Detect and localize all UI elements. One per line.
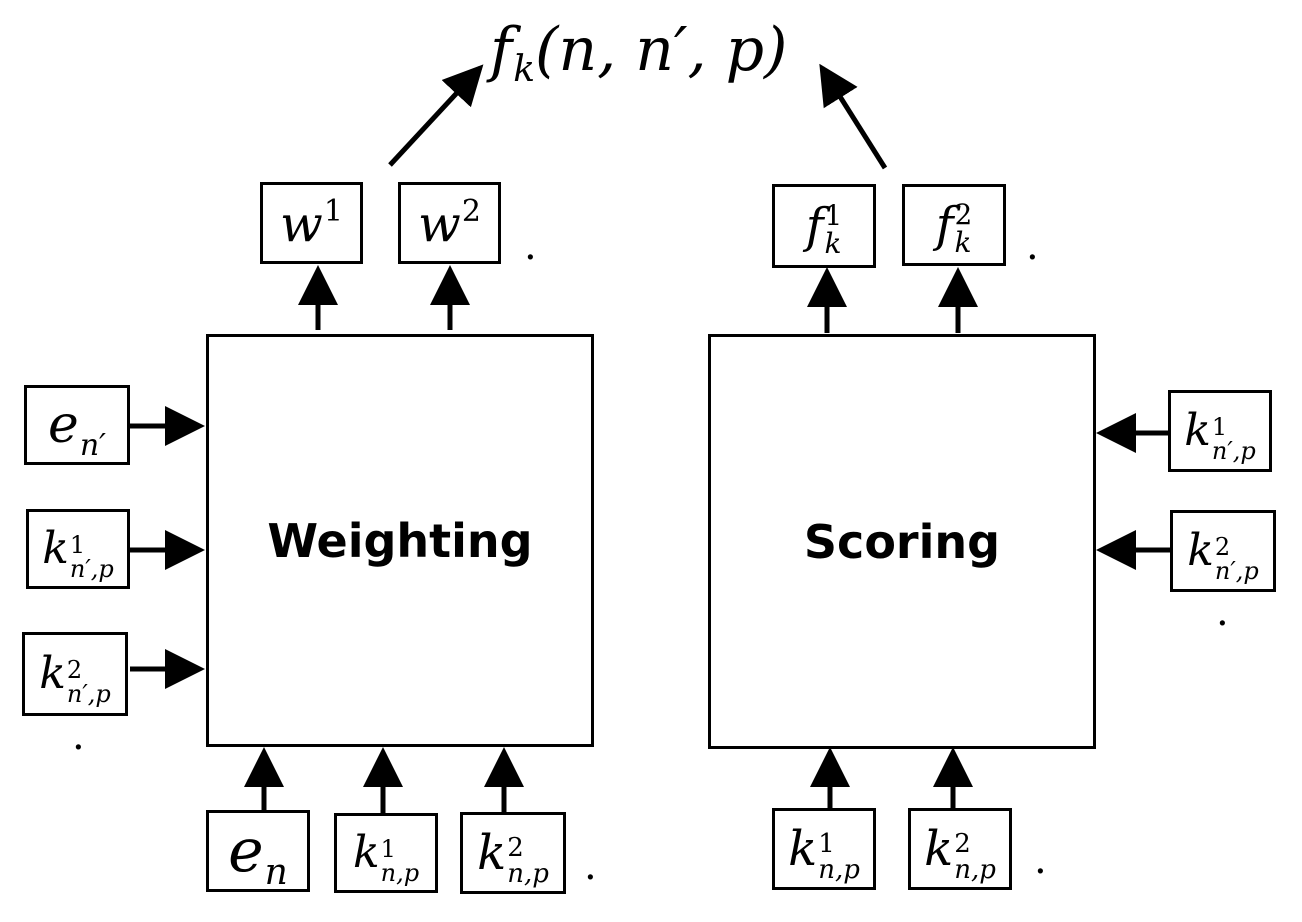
scoring-label: Scoring: [803, 514, 1001, 569]
scoring-block: Scoring: [708, 334, 1096, 749]
k1-np-left-box: [334, 813, 438, 893]
weighting-outputs-ellipsis: .: [524, 223, 537, 269]
k1-np-right-box: [772, 808, 876, 890]
k2-nprime-p-right-box: [1170, 510, 1276, 592]
output-args: (n, n′, p): [535, 15, 788, 85]
scoring-outputs-ellipsis: .: [1026, 223, 1039, 269]
output-formula: f k (n, n′, p): [490, 10, 810, 90]
w1-box: [260, 182, 363, 264]
arrow-scoring-to-output: [819, 63, 888, 170]
k1-nprime-p-left-box: [26, 509, 130, 589]
output-func-sub: k: [513, 49, 536, 90]
w2-box: [398, 182, 501, 264]
scoring-bottom-ellipsis: .: [1034, 837, 1047, 883]
weighting-left-ellipsis: .: [72, 713, 85, 759]
arrow-weighting-to-output: [388, 64, 484, 167]
weighting-block: Weighting: [206, 334, 594, 747]
scoring-right-ellipsis: .: [1216, 589, 1229, 635]
en-prime-box: [24, 385, 130, 465]
fk1-box: [772, 184, 876, 268]
en-box: [206, 810, 310, 892]
fk2-box: [902, 184, 1006, 266]
weighting-label: Weighting: [267, 513, 533, 568]
k2-np-left-box: [460, 812, 566, 894]
k2-nprime-p-left-box: [22, 632, 128, 716]
weighting-bottom-ellipsis: .: [584, 843, 597, 889]
k2-np-right-box: [908, 808, 1012, 890]
k1-nprime-p-right-box: [1168, 390, 1272, 472]
output-func: f: [490, 15, 513, 85]
